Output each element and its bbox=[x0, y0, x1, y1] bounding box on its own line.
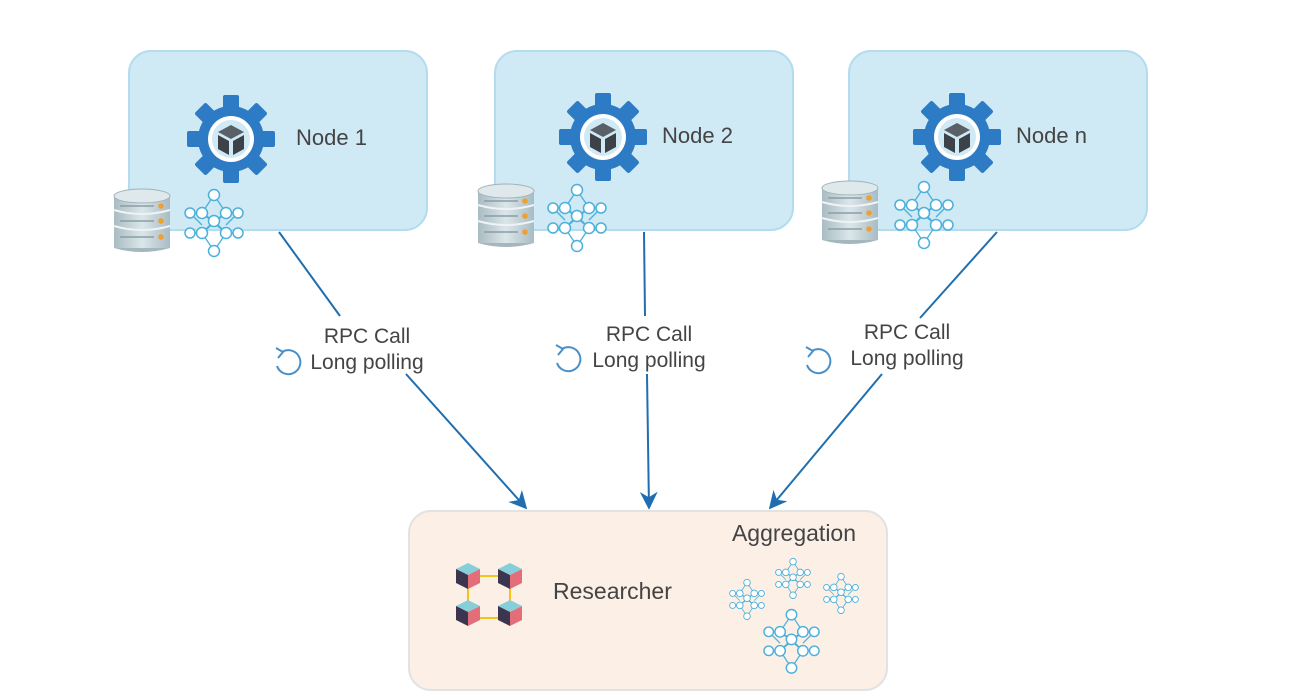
edge-label-polling: Long polling bbox=[310, 351, 423, 374]
researcher-label: Researcher bbox=[553, 578, 672, 604]
edge-node2 bbox=[639, 231, 658, 510]
refresh-icon bbox=[555, 344, 582, 373]
database-icon bbox=[113, 188, 171, 253]
edge-label-rpc: RPC Call bbox=[606, 323, 692, 346]
node-title: Node 2 bbox=[662, 123, 733, 148]
gear-cube-icon bbox=[187, 95, 275, 183]
edge-label-rpc: RPC Call bbox=[864, 321, 950, 344]
aggregation-label: Aggregation bbox=[732, 520, 856, 546]
edge-label-rpc: RPC Call bbox=[324, 325, 410, 348]
researcher-box bbox=[408, 510, 888, 691]
node-title: Node 1 bbox=[296, 125, 367, 150]
blockchain-icon bbox=[456, 563, 522, 626]
gear-cube-icon bbox=[913, 93, 1001, 181]
edge-noden bbox=[768, 231, 998, 510]
refresh-icon bbox=[275, 347, 302, 376]
edge-label-polling: Long polling bbox=[592, 349, 705, 372]
node-box-1 bbox=[128, 50, 428, 231]
gear-cube-icon bbox=[559, 93, 647, 181]
edge-label-polling: Long polling bbox=[850, 347, 963, 370]
database-icon bbox=[821, 180, 879, 245]
edge-node1 bbox=[278, 231, 528, 510]
database-icon bbox=[477, 183, 535, 248]
refresh-icon bbox=[805, 346, 832, 375]
node-title: Node n bbox=[1016, 123, 1087, 148]
